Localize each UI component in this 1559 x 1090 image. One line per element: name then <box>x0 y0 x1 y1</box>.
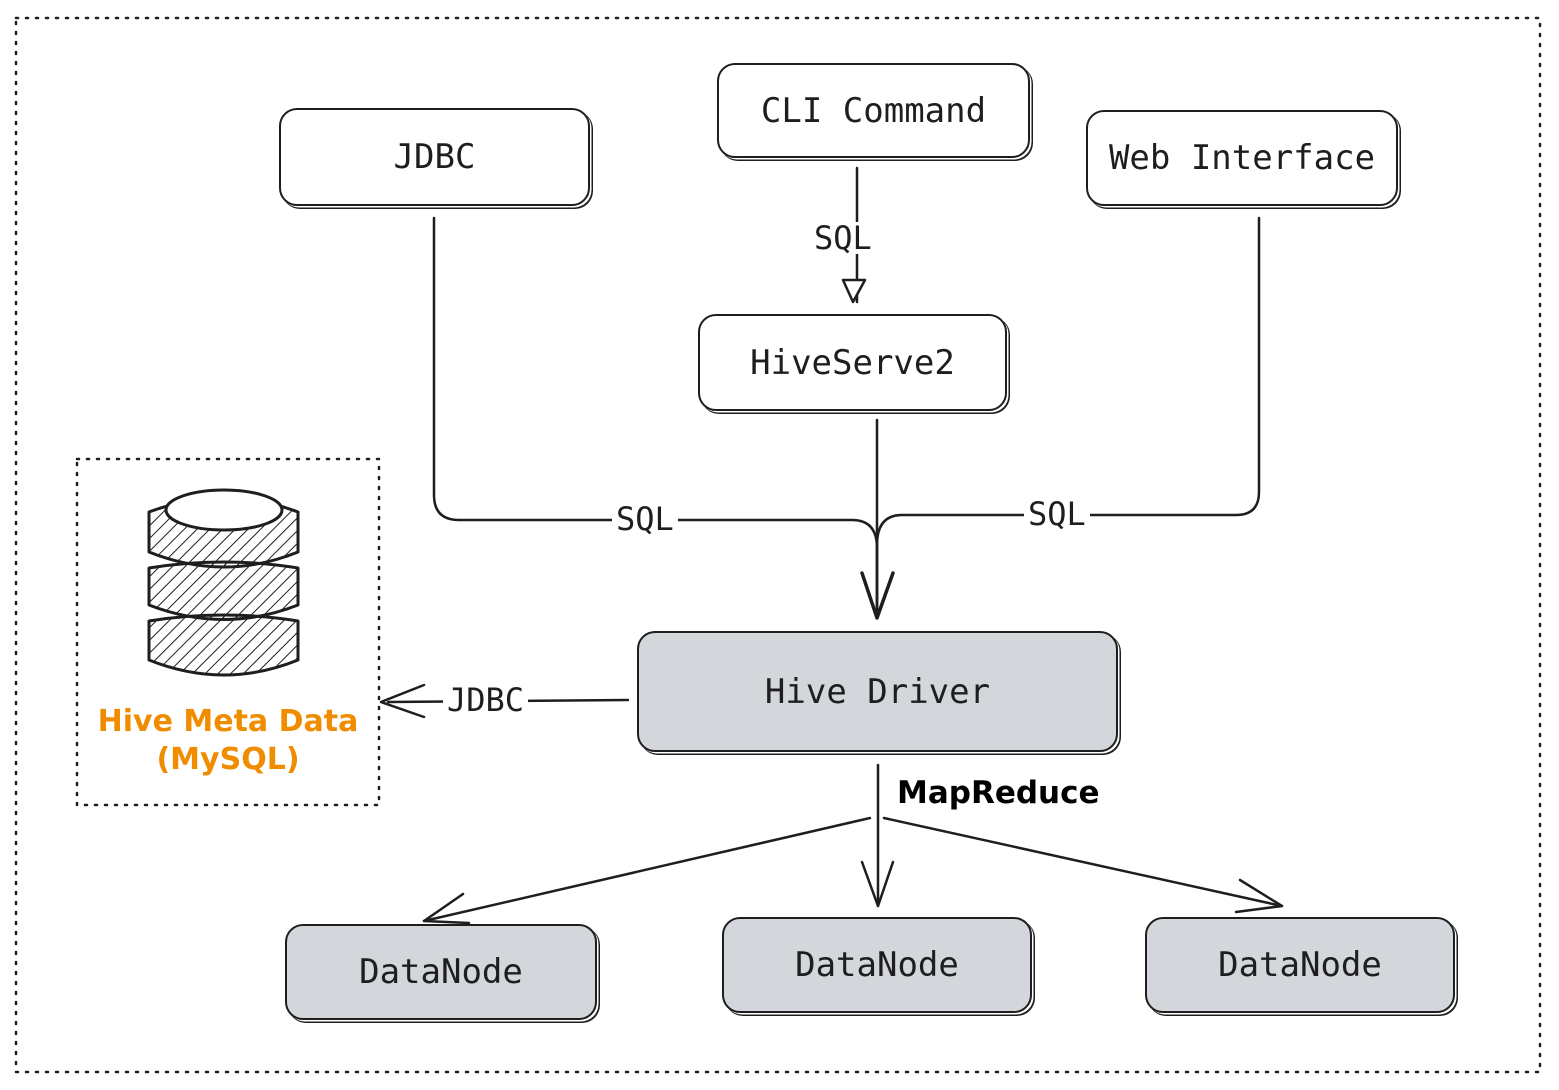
hiveserver2-node[interactable]: HiveServe2 <box>698 314 1007 411</box>
arrowhead-datanode-center <box>860 860 895 908</box>
edge-driver-datanode-right <box>882 816 1284 908</box>
datanode-center[interactable]: DataNode <box>722 917 1032 1013</box>
arrowhead-datanode-right <box>1234 878 1284 914</box>
outer-frame <box>14 16 1542 1074</box>
web-interface-node[interactable]: Web Interface <box>1086 110 1398 206</box>
arrowhead-metadata <box>379 683 426 719</box>
datanode-right[interactable]: DataNode <box>1145 917 1455 1013</box>
jdbc-node[interactable]: JDBC <box>279 108 590 206</box>
edge-jdbc-driver <box>432 216 879 614</box>
metadata-frame <box>75 457 381 807</box>
hive-driver-node[interactable]: Hive Driver <box>637 631 1118 752</box>
database-icon <box>147 488 300 677</box>
edge-label-cli-sql: SQL <box>810 222 876 254</box>
arrowhead-datanode-left <box>422 892 471 925</box>
edge-driver-datanode-left <box>422 816 872 923</box>
edge-label-web-sql: SQL <box>1024 498 1090 530</box>
edge-label-mapreduce: MapReduce <box>897 775 1100 811</box>
metadata-label-title: Hive Meta Data <box>97 704 359 739</box>
metadata-label: Hive Meta Data (MySQL) <box>92 703 364 778</box>
cli-command-node[interactable]: CLI Command <box>717 63 1030 158</box>
metadata-label-subtitle: (MySQL) <box>156 741 300 777</box>
arrowhead-driver <box>860 571 895 620</box>
arrowhead-hollow <box>841 278 867 304</box>
edge-label-driver-jdbc: JDBC <box>443 684 529 716</box>
datanode-left[interactable]: DataNode <box>285 924 597 1020</box>
edge-label-jdbc-sql: SQL <box>612 503 678 535</box>
edge-web-driver <box>875 216 1261 614</box>
